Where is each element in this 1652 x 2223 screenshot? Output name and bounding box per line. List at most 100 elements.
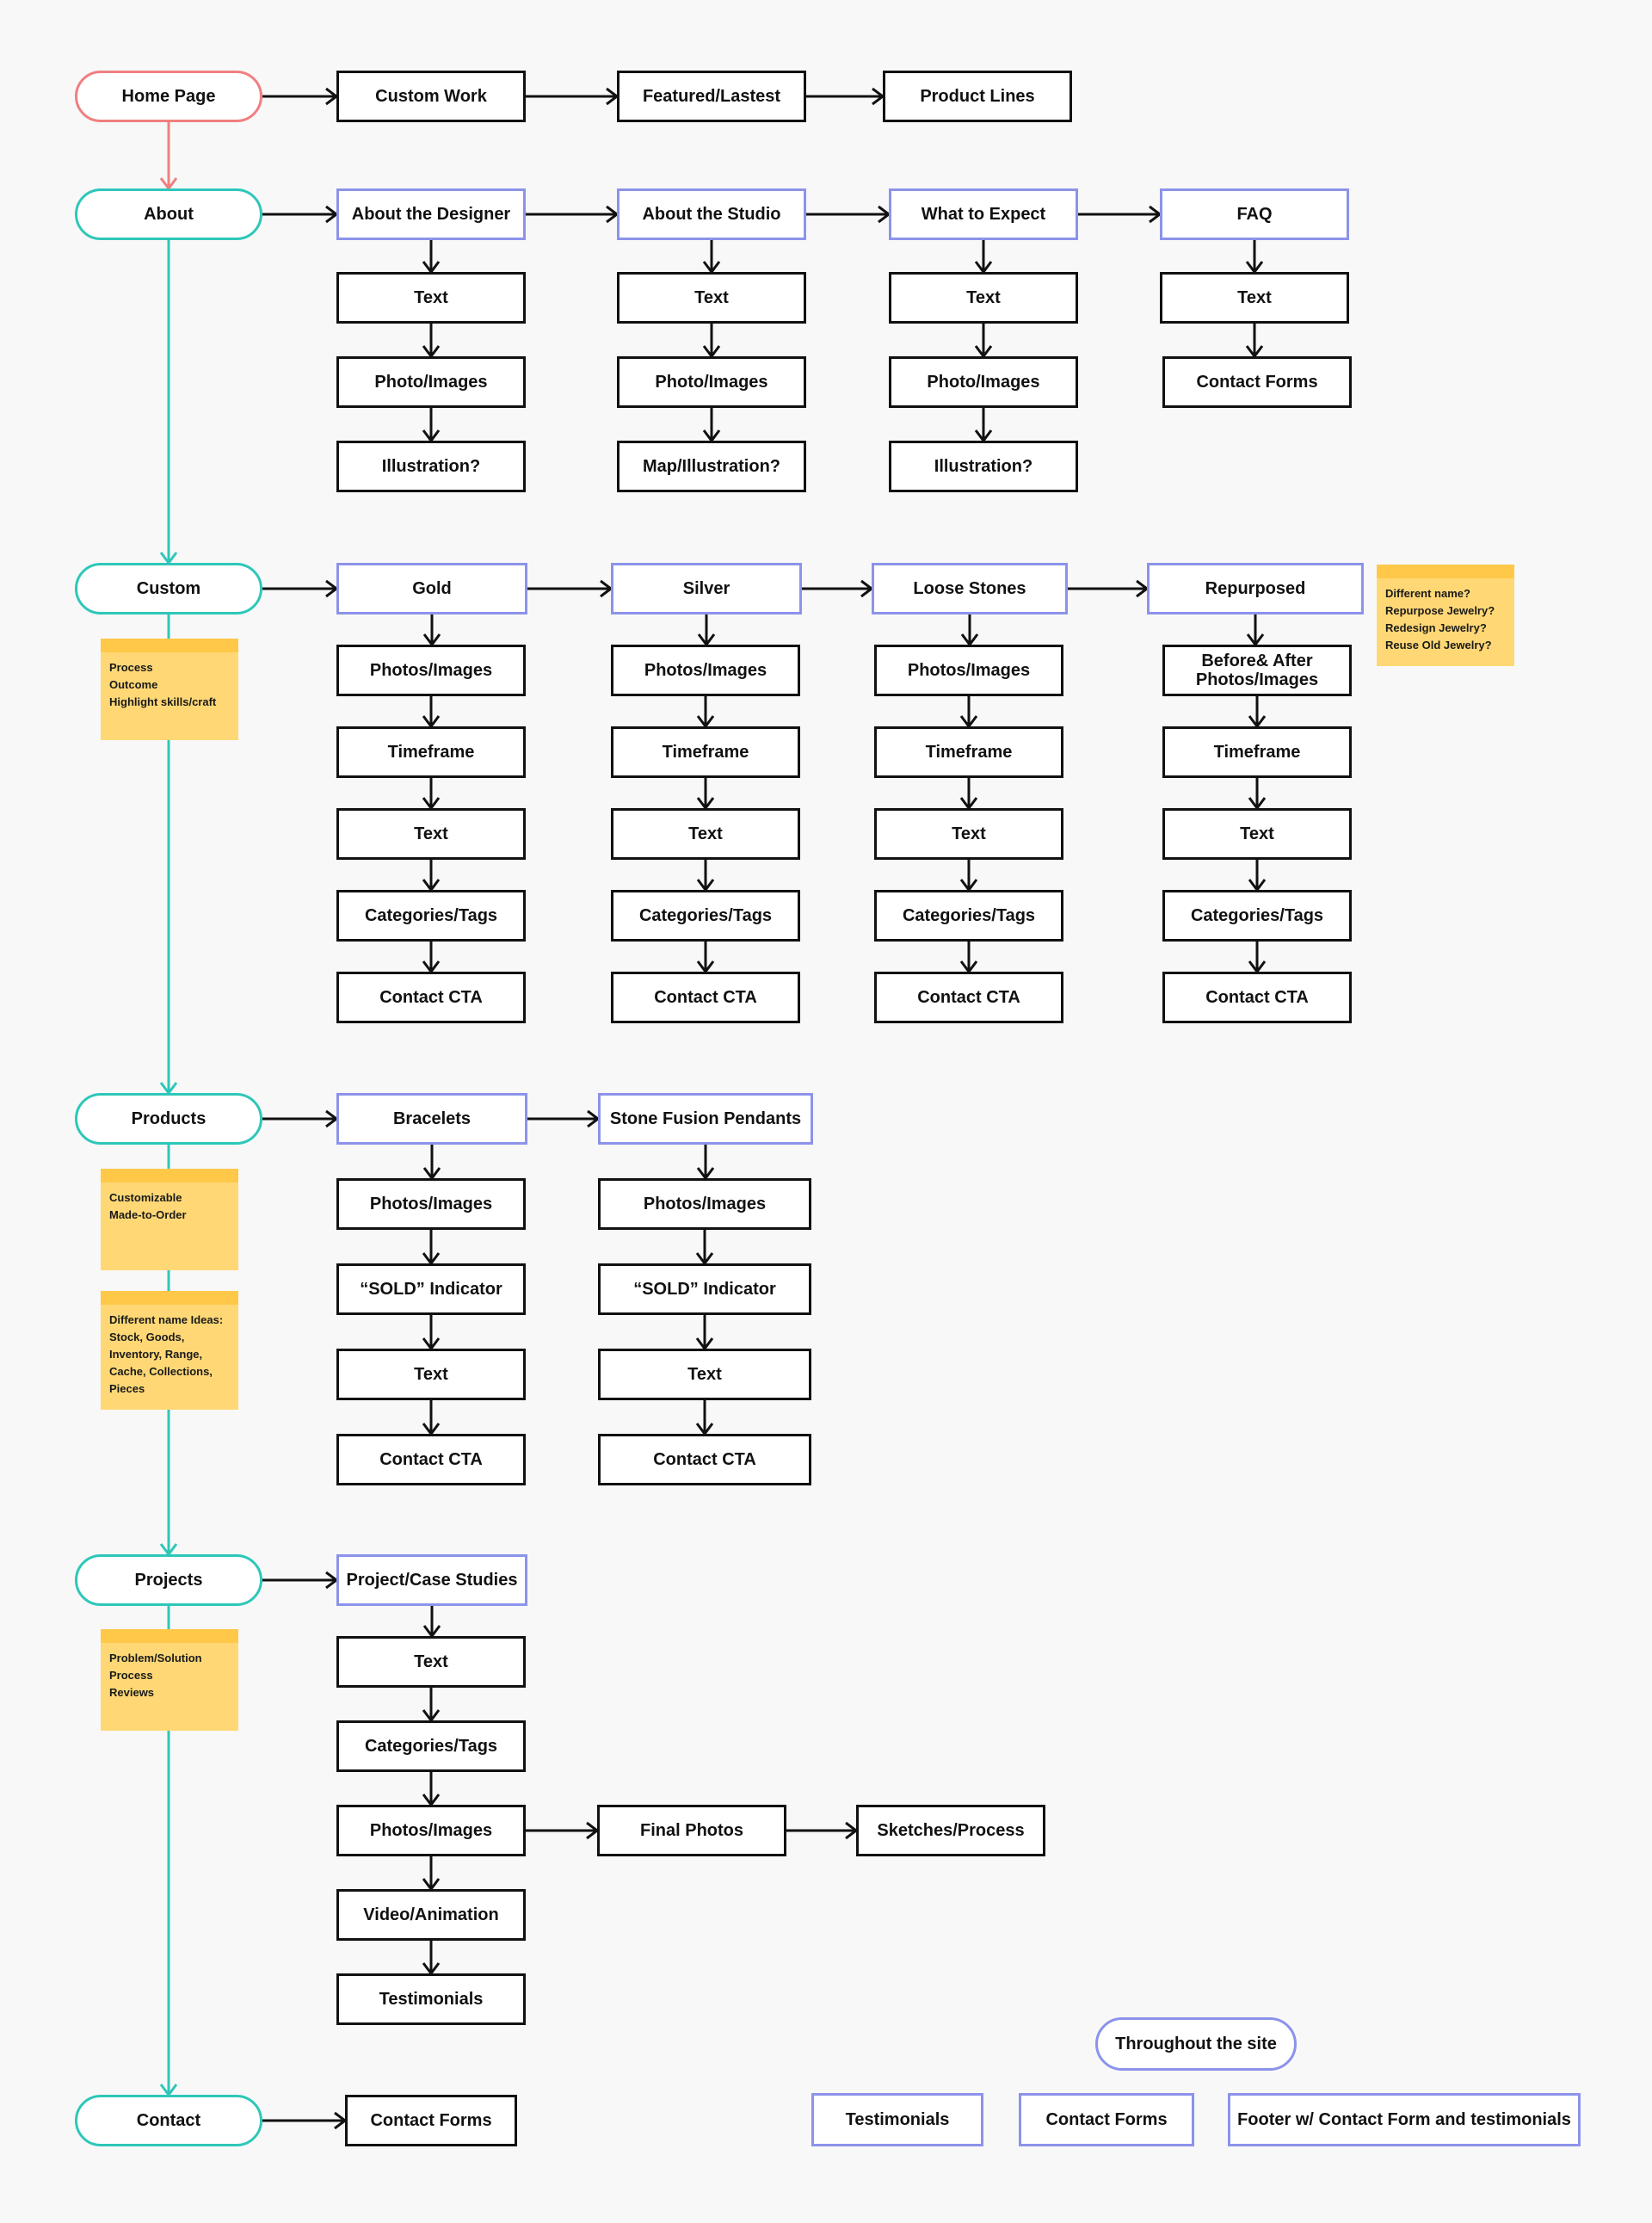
connector-s_photo-s_time-head xyxy=(696,715,715,729)
connector-pr_video-pr_testimonials-head xyxy=(422,1962,441,1976)
connector-contact-contact_forms-head xyxy=(334,2111,348,2130)
connector-g_photo-g_time-head xyxy=(422,715,441,729)
node-s-time: Timeframe xyxy=(611,726,800,778)
node-faq-contact: Contact Forms xyxy=(1162,356,1352,408)
connector-pr_cat-pr_photo-head xyxy=(422,1794,441,1807)
connector-b_sold-b_text-head xyxy=(422,1337,441,1351)
node-label: Home Page xyxy=(121,87,216,106)
node-label: Contact CTA xyxy=(1205,988,1309,1007)
node-pr-testimonials: Testimonials xyxy=(336,1973,526,2025)
node-custom-work: Custom Work xyxy=(336,71,526,122)
sticky-note-repurposed-note: Different name? Repurpose Jewelry? Redes… xyxy=(1377,565,1514,666)
node-g-contact-forms: Contact Forms xyxy=(1019,2093,1194,2146)
connector-p_text-p_cta-head xyxy=(695,1423,714,1436)
node-label: Photos/Images xyxy=(369,661,493,680)
node-g-photo: Photos/Images xyxy=(336,645,526,696)
node-label: Testimonials xyxy=(379,1990,484,2009)
connector-l_time-l_text-head xyxy=(959,797,978,811)
connector-faq_text-faq_contact-head xyxy=(1245,345,1264,359)
connector-about_designer-ad_text-head xyxy=(422,261,441,275)
connector-pr_photo-pr_video-head xyxy=(422,1878,441,1892)
connector-about_studio-as_text-head xyxy=(702,261,721,275)
node-label: Contact CTA xyxy=(379,988,483,1007)
node-s-text: Text xyxy=(611,808,800,860)
node-ad-photo: Photo/Images xyxy=(336,356,526,408)
node-label: Before& After Photos/Images xyxy=(1195,651,1319,689)
node-label: Text xyxy=(688,824,723,843)
node-label: Photo/Images xyxy=(655,373,768,392)
node-b-photo: Photos/Images xyxy=(336,1178,526,1230)
connector-s_time-s_text-head xyxy=(696,797,715,811)
node-label: About the Studio xyxy=(642,205,781,224)
node-label: Custom xyxy=(136,579,201,598)
connector-what_expect-faq-head xyxy=(1149,205,1162,224)
node-label: Contact xyxy=(136,2111,201,2130)
node-product-lines: Product Lines xyxy=(883,71,1072,122)
node-l-time: Timeframe xyxy=(874,726,1063,778)
node-label: Footer w/ Contact Form and testimonials xyxy=(1237,2110,1571,2129)
connector-gold-silver-head xyxy=(600,579,613,598)
node-label: Text xyxy=(694,288,729,307)
node-label: Text xyxy=(414,1652,448,1671)
node-bracelets: Bracelets xyxy=(336,1093,527,1145)
node-as-map: Map/Illustration? xyxy=(617,441,806,492)
connector-r_photo-r_time-head xyxy=(1248,715,1267,729)
node-pr-cat: Categories/Tags xyxy=(336,1720,526,1772)
node-label: Gold xyxy=(412,579,452,598)
node-contact: Contact xyxy=(75,2095,262,2146)
connector-custom-products-head xyxy=(159,1082,178,1096)
connector-custom_work-featured-head xyxy=(606,87,620,106)
node-label: Photo/Images xyxy=(374,373,488,392)
connector-g_time-g_text-head xyxy=(422,797,441,811)
node-g-cta: Contact CTA xyxy=(336,972,526,1023)
node-custom: Custom xyxy=(75,563,262,614)
connector-l_cat-l_cta-head xyxy=(959,960,978,974)
node-label: Featured/Lastest xyxy=(642,87,781,106)
node-label: Custom Work xyxy=(375,87,487,106)
connector-home-about-head xyxy=(159,177,178,191)
node-label: What to Expect xyxy=(921,205,1046,224)
node-s-cta: Contact CTA xyxy=(611,972,800,1023)
node-label: Stone Fusion Pendants xyxy=(609,1109,802,1128)
node-b-text: Text xyxy=(336,1349,526,1400)
node-label: Repurposed xyxy=(1205,579,1306,598)
node-label: Products xyxy=(131,1109,206,1128)
node-s-cat: Categories/Tags xyxy=(611,890,800,942)
node-label: Loose Stones xyxy=(913,579,1026,598)
node-featured: Featured/Lastest xyxy=(617,71,806,122)
node-label: Text xyxy=(414,824,448,843)
connector-s_cat-s_cta-head xyxy=(696,960,715,974)
connector-r_text-r_cat-head xyxy=(1248,879,1267,892)
node-label: Projects xyxy=(134,1571,203,1590)
node-label: Testimonials xyxy=(845,2110,950,2129)
node-g-testimonials: Testimonials xyxy=(811,2093,983,2146)
node-p-cta: Contact CTA xyxy=(598,1434,811,1485)
connector-silver-loose-head xyxy=(860,579,874,598)
node-label: Illustration? xyxy=(934,457,1033,476)
connector-bracelets-b_photo-head xyxy=(422,1167,441,1181)
node-b-cta: Contact CTA xyxy=(336,1434,526,1485)
node-label: Contact Forms xyxy=(1196,373,1318,392)
connector-loose-repurposed-head xyxy=(1136,579,1150,598)
sticky-note-projects-note: Problem/Solution Process Reviews xyxy=(101,1629,238,1731)
node-label: Illustration? xyxy=(381,457,481,476)
node-final-photos: Final Photos xyxy=(597,1805,786,1856)
node-g-time: Timeframe xyxy=(336,726,526,778)
node-label: Photos/Images xyxy=(644,661,767,680)
node-case-studies: Project/Case Studies xyxy=(336,1554,527,1606)
node-ad-ill: Illustration? xyxy=(336,441,526,492)
node-silver: Silver xyxy=(611,563,802,614)
node-label: Text xyxy=(966,288,1001,307)
connector-b_photo-b_sold-head xyxy=(422,1252,441,1266)
connector-projects-contact-head xyxy=(159,2084,178,2097)
node-p-text: Text xyxy=(598,1349,811,1400)
node-pr-text: Text xyxy=(336,1636,526,1688)
node-as-text: Text xyxy=(617,272,806,324)
node-g-cat: Categories/Tags xyxy=(336,890,526,942)
connector-loose-l_photo-head xyxy=(960,633,979,647)
connector-as_photo-as_map-head xyxy=(702,429,721,443)
node-label: Timeframe xyxy=(1213,743,1301,762)
node-label: Project/Case Studies xyxy=(346,1571,518,1590)
node-l-cta: Contact CTA xyxy=(874,972,1063,1023)
